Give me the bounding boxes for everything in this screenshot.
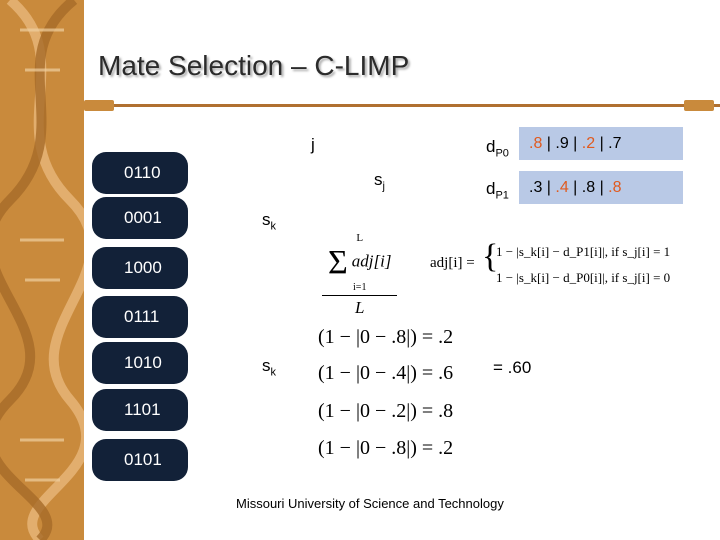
title-rule — [84, 104, 720, 107]
bitstring-pill: 1101 — [92, 389, 188, 431]
dp1-value: .8 — [581, 179, 596, 196]
label-dp0: dP0 — [486, 137, 509, 160]
adj-case-1: 1 − |s_k[i] − d_P1[i]|, if s_j[i] = 1 — [496, 244, 671, 259]
rule-end-left — [84, 100, 114, 111]
dp0-value: .9 — [555, 135, 569, 152]
bitstring-pill: 0111 — [92, 296, 188, 338]
dp0-value: .7 — [608, 135, 622, 152]
adj-case-2: 1 − |s_k[i] − d_P0[i]|, if s_j[i] = 0 — [496, 270, 671, 285]
adj-row: (1 − |0 − .2|) = .8 — [318, 400, 454, 422]
dna-helix-decoration — [0, 0, 84, 540]
label-j: j — [311, 135, 315, 154]
adj-row: (1 − |0 − .8|) = .2 — [318, 326, 454, 348]
rule-end-right — [684, 100, 714, 111]
footer-text: Missouri University of Science and Techn… — [236, 496, 504, 511]
adj-row: (1 − |0 − .8|) = .2 — [318, 437, 454, 459]
dp0-value: .2 — [581, 135, 596, 152]
label-sk: sk — [262, 210, 276, 233]
adj-row: (1 − |0 − .4|) = .6 — [318, 362, 454, 384]
dp1-value: .3 — [529, 179, 543, 196]
brace: { — [482, 238, 499, 275]
bitstring-pill: 0110 — [92, 152, 188, 194]
page-title: Mate Selection – C-LIMP — [98, 50, 410, 81]
bitstring-pill: 0101 — [92, 439, 188, 481]
label-dp1: dP1 — [486, 179, 509, 202]
dp0-values-box: .8 | .9 | .2 | .7 — [519, 127, 683, 160]
dp1-value: .4 — [555, 179, 569, 196]
label-sk: sk — [262, 356, 276, 379]
dp0-value: .8 — [529, 135, 543, 152]
average-result: = .60 — [493, 358, 532, 377]
dp1-value: .8 — [608, 179, 622, 196]
adj-lhs: adj[i] = — [430, 255, 475, 271]
bitstring-pill: 0001 — [92, 197, 188, 239]
label-sj: sj — [374, 170, 385, 193]
dna-side-strip — [0, 0, 84, 540]
bitstring-pill: 1000 — [92, 247, 188, 289]
dp1-values-box: .3 | .4 | .8 | .8 — [519, 171, 683, 204]
bitstring-pill: 1010 — [92, 342, 188, 384]
